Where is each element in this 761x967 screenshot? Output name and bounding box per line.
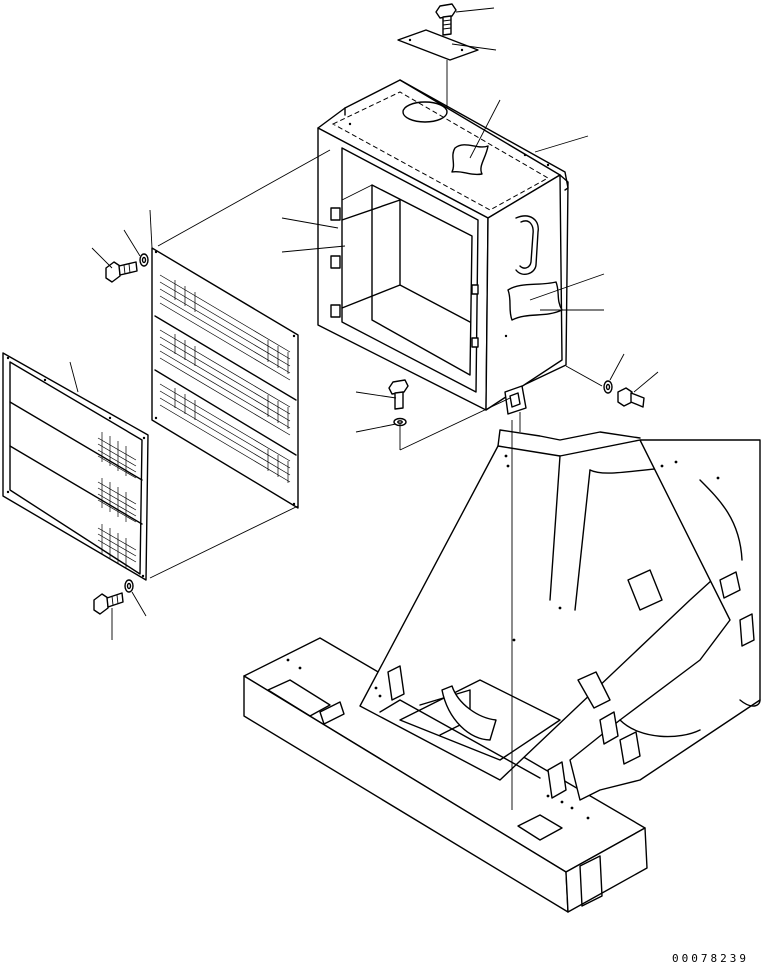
top-cover-bolt [436, 4, 456, 35]
panel-bolt-upper [106, 262, 137, 282]
callout-leaders [70, 8, 658, 640]
panel-bolt-lower [94, 593, 123, 614]
top-cover-plate [398, 30, 478, 60]
box-washer-right [604, 381, 612, 393]
frame-chassis [244, 430, 760, 912]
box-bolt-vertical [389, 380, 408, 409]
panel-washer-lower [125, 580, 133, 592]
box-housing [318, 80, 568, 414]
mesh-screen-panel [3, 353, 148, 580]
box-bolt-right [618, 388, 644, 407]
assembly-guide-lines [150, 150, 602, 810]
perforated-panel [152, 248, 298, 508]
drawing-number: 00078239 [672, 952, 749, 965]
box-washer [394, 419, 406, 426]
panel-washer-upper [140, 254, 148, 266]
